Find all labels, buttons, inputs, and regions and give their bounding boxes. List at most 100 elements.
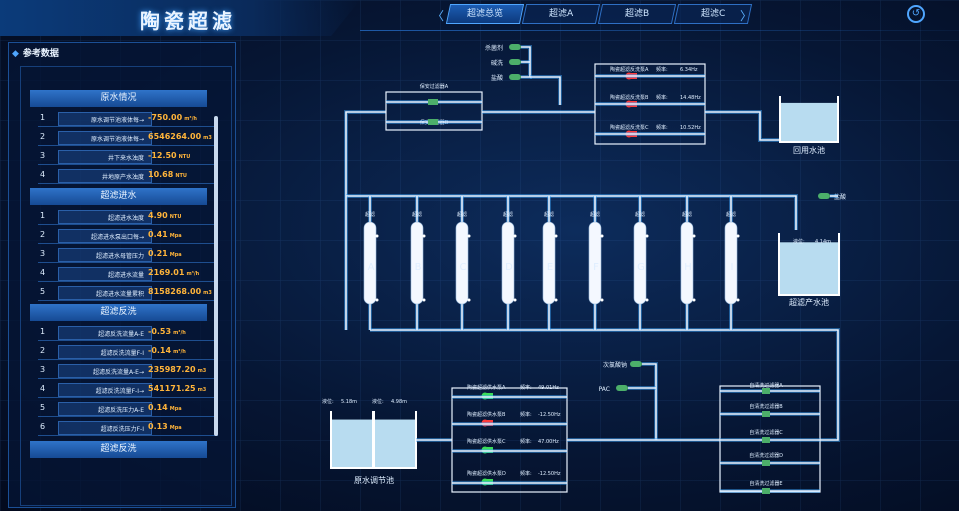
uf-unit-label: F [593, 262, 599, 273]
row-unit: m³/h [184, 116, 197, 122]
uf-sensor-icon [736, 234, 740, 238]
row-index: 4 [40, 384, 46, 393]
security-filter-a-icon [428, 99, 438, 105]
section-header: 原水情况 [30, 90, 207, 107]
freq-value: 14.48Hz [680, 95, 701, 101]
title-bar [0, 0, 360, 36]
uf-sensor-icon [467, 298, 471, 302]
uf-tag-label: 超滤 [682, 211, 692, 218]
self-clean-filter-icon [762, 437, 770, 443]
uf-tag-label: 超滤 [503, 211, 513, 218]
raw-tank-label: 原水调节池 [354, 475, 394, 485]
uf-tag-label: 超滤 [365, 211, 375, 218]
uf-sensor-icon [554, 298, 558, 302]
chemical-feed-pipe-glow [642, 362, 658, 440]
reuse-tank-label: 回用水池 [793, 145, 825, 155]
page-title: 陶瓷超滤 [140, 9, 236, 33]
uf-inlet-riser [345, 111, 386, 196]
next-arrow-icon[interactable]: 〉 [740, 9, 753, 23]
row-divider [38, 164, 218, 165]
self-clean-label: 自清洗过滤器C [749, 429, 783, 436]
level-label: 液位: [372, 398, 384, 405]
row-unit: m3 [203, 135, 212, 141]
back-icon[interactable]: ↺ [907, 5, 925, 23]
uf-membrane-icon [724, 221, 738, 305]
tab-bar: 〈 超滤总览 超滤A 超滤B 超滤C 〉 [432, 4, 753, 24]
row-box [58, 421, 152, 435]
uf-membrane-icon [542, 221, 556, 305]
valve-icon [509, 74, 521, 80]
uf-tag-label: 超滤 [412, 211, 422, 218]
row-unit: m3 [197, 387, 207, 393]
row-divider [38, 435, 218, 436]
row-index: 5 [40, 287, 46, 296]
uf-tag-label: 超滤 [726, 211, 736, 218]
uf-sensor-icon [422, 298, 426, 302]
row-unit: Mpa [169, 406, 182, 412]
raw-tank-left-water [331, 419, 373, 468]
row-box [58, 267, 152, 281]
uf-unit-label: H [684, 262, 692, 273]
row-unit: m³/h [186, 271, 200, 277]
chemical-label: 碱洗 [491, 59, 503, 67]
product-tank-label: 超滤产水池 [789, 297, 829, 307]
row-index: 5 [40, 403, 46, 412]
row-name: 超滤进水浊度 [107, 215, 144, 222]
chemical-feed-pipe [530, 76, 561, 105]
row-divider [38, 340, 218, 341]
prev-arrow-icon[interactable]: 〈 [432, 9, 445, 23]
row-index: 3 [40, 151, 46, 160]
row-box [58, 112, 152, 126]
row-unit: m³/h [173, 330, 186, 336]
pump-body-icon [487, 447, 493, 453]
row-name: 原水调节池液体每→ [90, 136, 144, 143]
row-box [58, 402, 152, 416]
uf-membrane-icon [588, 221, 602, 305]
row-divider [38, 145, 218, 146]
reuse-tank-wall [779, 96, 839, 143]
uf-sensor-icon [467, 234, 471, 238]
level-value: 5.18m [341, 399, 357, 405]
row-name: 超滤进水流量 [107, 272, 144, 279]
level-value: 4.14m [815, 239, 831, 245]
self-clean-label: 自清洗过滤器E [749, 480, 782, 487]
uf-sensor-icon [736, 298, 740, 302]
chemical-label: PAC [599, 386, 610, 393]
row-box [58, 364, 152, 378]
reference-data-panel [8, 42, 236, 508]
row-index: 4 [40, 268, 46, 277]
row-box [58, 248, 152, 262]
row-index: 3 [40, 249, 46, 258]
row-unit: NTU [178, 154, 191, 160]
row-divider [38, 281, 218, 282]
row-unit: NTU [175, 173, 187, 179]
uf-unit-label: A [368, 262, 375, 273]
pump-body-icon [487, 479, 493, 485]
row-index: 1 [40, 327, 46, 336]
row-divider [38, 183, 218, 184]
row-name: 超滤反洗压力F-I [100, 426, 144, 433]
security-filter-b-icon [428, 119, 438, 125]
freq-value: 10.52Hz [680, 125, 701, 131]
uf-sensor-icon [513, 298, 517, 302]
uf-sensor-icon [600, 234, 604, 238]
row-unit: Mpa [169, 425, 182, 431]
freq-value: 49.01Hz [538, 385, 559, 391]
self-clean-filter-icon [762, 460, 770, 466]
panel-title-text: 参考数据 [22, 49, 59, 59]
uf-tag-label: 超滤 [590, 211, 600, 218]
self-clean-filter-icon [762, 388, 770, 394]
row-index: 1 [40, 113, 46, 122]
scrollbar[interactable] [214, 116, 218, 436]
